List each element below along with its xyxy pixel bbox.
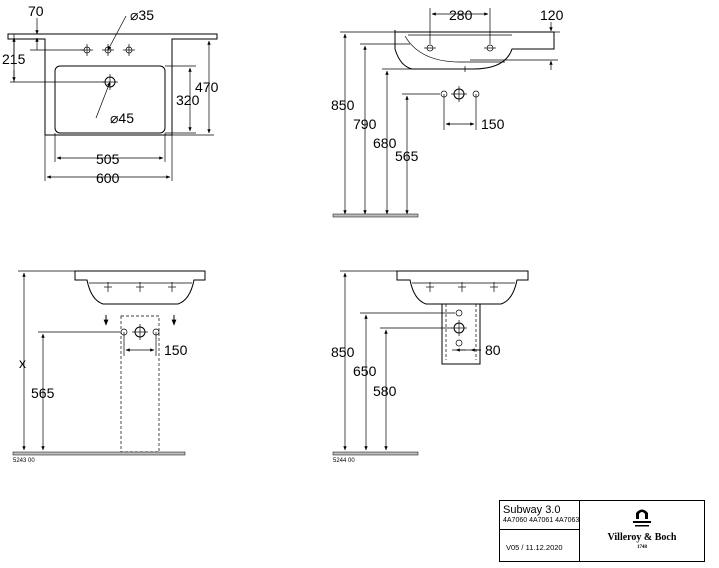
front-view-pedestal: x 565 150 5243 00 bbox=[12, 270, 206, 464]
floor-line bbox=[332, 213, 419, 218]
front-view-semi-pedestal: 850 650 580 80 5244 00 bbox=[331, 270, 529, 464]
dim-680: 680 bbox=[373, 135, 397, 151]
dim-320: 320 bbox=[176, 92, 200, 108]
basin-bowl bbox=[54, 65, 166, 134]
brand-name: Villeroy & Boch bbox=[607, 532, 677, 543]
semi-pedestal-outline bbox=[441, 304, 481, 365]
version-date: V05 / 11.12.2020 bbox=[506, 543, 563, 552]
basin-side-profile bbox=[394, 31, 555, 70]
product-codes: 4A7060 4A7061 4A7063 bbox=[503, 517, 580, 524]
title-block-info: Subway 3.0 4A7060 4A7061 4A7063 V05 / 11… bbox=[500, 501, 580, 561]
dim-565-side: 565 bbox=[395, 148, 419, 164]
basin-front-outline bbox=[74, 270, 206, 305]
brand-logo: Villeroy & Boch 1748 bbox=[580, 501, 704, 561]
title-block-divider bbox=[500, 529, 579, 530]
brand-year: 1748 bbox=[637, 545, 647, 550]
title-block: Subway 3.0 4A7060 4A7061 4A7063 V05 / 11… bbox=[499, 500, 705, 562]
dim-600: 600 bbox=[96, 170, 120, 186]
dim-505: 505 bbox=[96, 151, 120, 167]
dim-850-semi: 850 bbox=[331, 344, 355, 360]
basin-front-outline bbox=[396, 270, 529, 305]
drawing-code: 5243 00 bbox=[13, 458, 35, 464]
dim-215: 215 bbox=[2, 51, 26, 67]
dim-280: 280 bbox=[449, 7, 473, 23]
dim-80: 80 bbox=[485, 342, 501, 358]
wall-outlet bbox=[440, 86, 480, 130]
dim-580: 580 bbox=[373, 383, 397, 399]
drawing-code: 5244 00 bbox=[333, 458, 355, 464]
dim-790: 790 bbox=[353, 116, 377, 132]
dim-diameter-35: ⌀35 bbox=[130, 7, 154, 23]
floor-line bbox=[12, 451, 186, 456]
floor-line bbox=[332, 451, 419, 456]
dim-650: 650 bbox=[353, 363, 377, 379]
dim-x: x bbox=[19, 355, 26, 371]
dim-120: 120 bbox=[540, 7, 564, 23]
dim-150-side: 150 bbox=[481, 116, 505, 132]
dim-565-pedestal: 565 bbox=[31, 385, 55, 401]
dim-150-pedestal: 150 bbox=[164, 342, 188, 358]
dim-470: 470 bbox=[195, 79, 219, 95]
villeroy-boch-logo-icon bbox=[633, 509, 651, 527]
dim-diameter-45: ⌀45 bbox=[110, 110, 134, 126]
dim-850: 850 bbox=[331, 97, 355, 113]
top-view: 70 ⌀35 215 320 470 ⌀45 505 600 bbox=[2, 3, 219, 186]
side-view: 280 120 850 790 680 565 150 bbox=[331, 7, 564, 218]
dim-70: 70 bbox=[28, 3, 44, 19]
product-name: Subway 3.0 bbox=[503, 504, 561, 516]
